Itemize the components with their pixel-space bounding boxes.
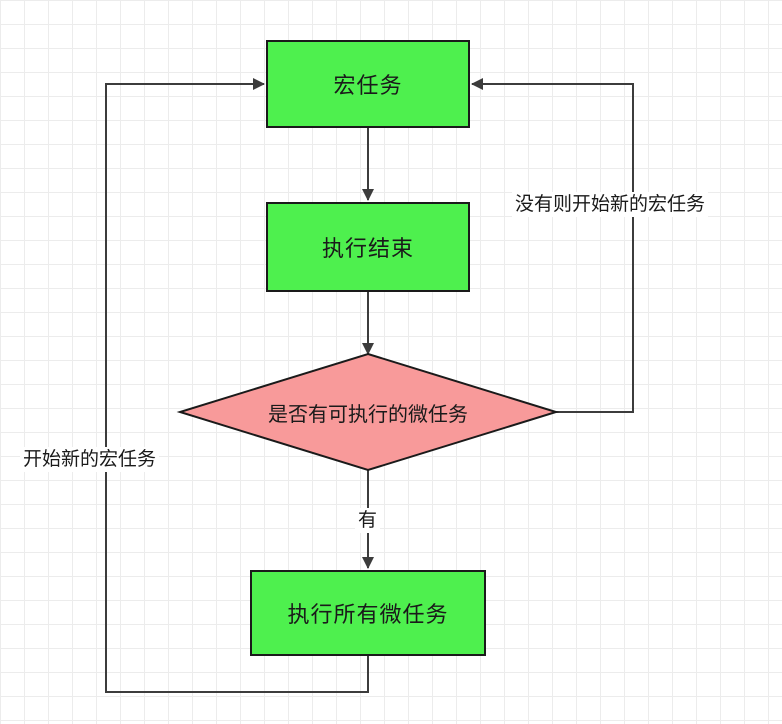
node-has-micro: 是否有可执行的微任务 [200,392,536,432]
edge-label-yes: 有 [355,508,381,533]
edge-decision-to-macrotask-right [471,78,634,413]
node-exec-end-label: 执行结束 [321,237,414,262]
decision-diamond-shape [176,352,560,472]
edge-exec-micro-to-macrotask-left [105,78,369,693]
node-has-micro-label: 是否有可执行的微任务 [268,401,468,426]
node-macrotask-label: 宏任务 [333,74,403,99]
node-macrotask: 宏任务 [266,40,470,128]
node-exec-all-micro: 执行所有微任务 [250,570,486,656]
edge-label-start-new-macro: 开始新的宏任务 [20,447,160,472]
node-exec-all-micro-label: 执行所有微任务 [287,603,449,628]
node-exec-end: 执行结束 [266,202,470,292]
edge-label-no-new-macro: 没有则开始新的宏任务 [512,192,709,217]
